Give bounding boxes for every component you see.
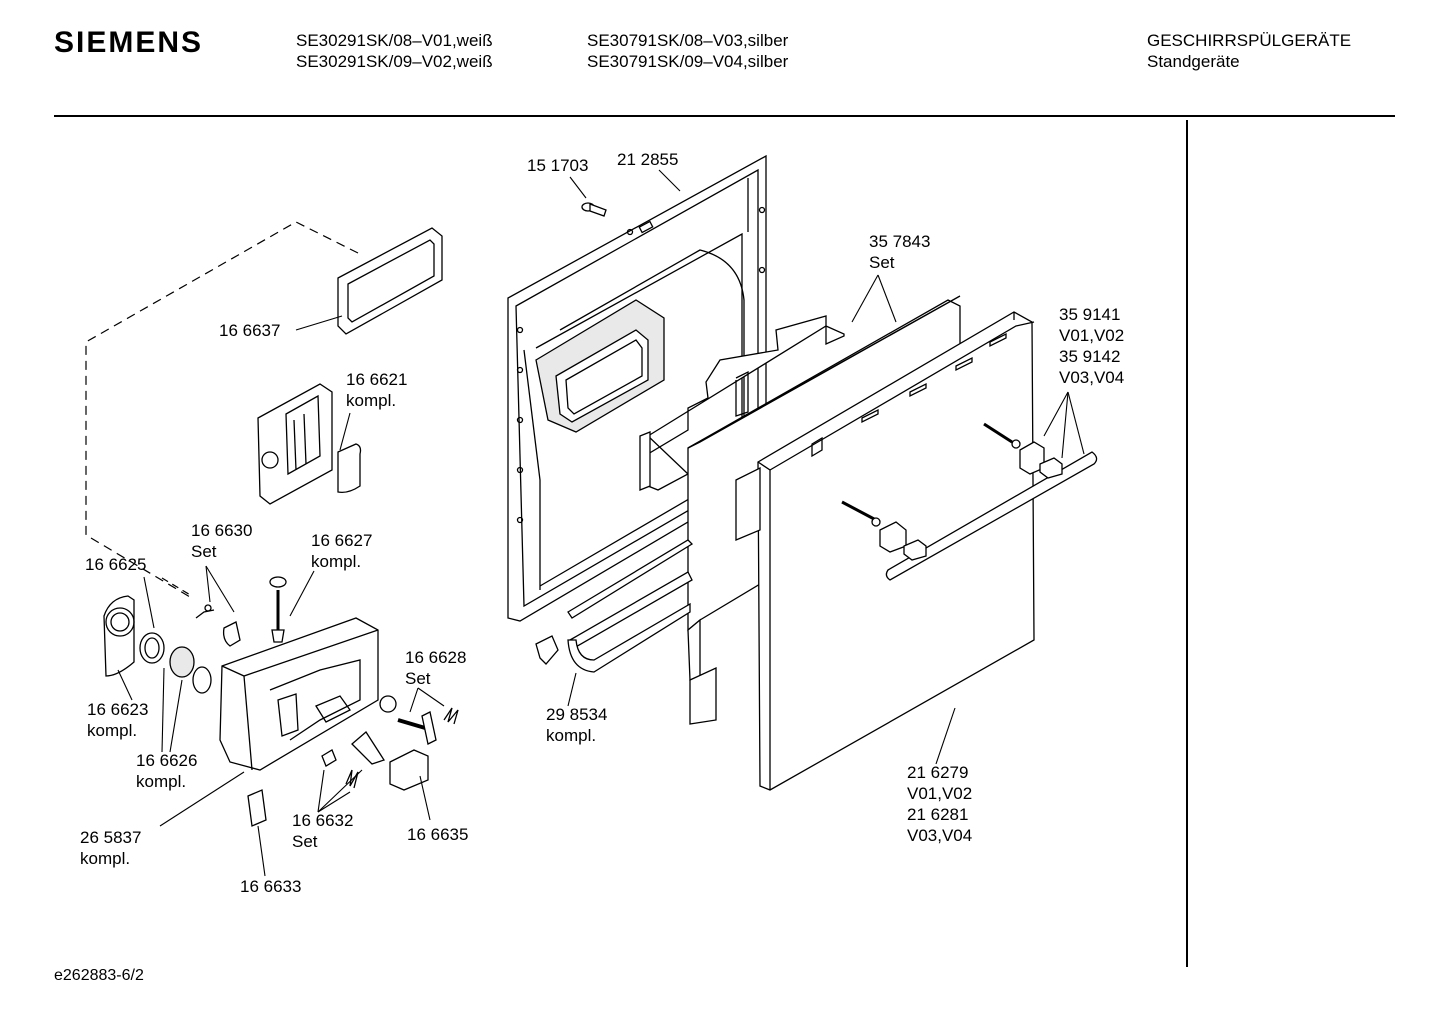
dispenser-unit (219, 617, 379, 771)
category-line: Standgeräte (1147, 52, 1240, 71)
callout-212855: 21 2855 (617, 150, 679, 169)
model-list-white: SE30291SK/08–V01,weiß SE30291SK/09–V02,w… (296, 30, 493, 72)
screw-part (581, 202, 607, 217)
dispenser-housing-on-door (535, 299, 665, 433)
model-line: SE30791SK/09–V04,silber (587, 52, 789, 71)
callout-166625: 16 6625 (85, 555, 147, 574)
dispenser-cap (103, 595, 135, 677)
handle-brackets (841, 422, 1063, 561)
product-category: GESCHIRRSPÜLGERÄTE Standgeräte (1147, 30, 1351, 72)
callout-166635: 16 6635 (407, 825, 469, 844)
assembly-dash-line (85, 221, 359, 598)
document-id: e262883-6/2 (54, 967, 144, 984)
assembly-dash-line (161, 577, 193, 597)
dispenser-cover-frame (337, 227, 443, 335)
callout-151703: 15 1703 (527, 156, 589, 175)
callout-166633: 16 6633 (240, 877, 302, 896)
valve-spring-set (379, 695, 459, 745)
clip-plate (247, 789, 267, 827)
outer-door-panel (735, 311, 1035, 791)
magnet-actuator (389, 749, 429, 791)
callout-166637: 16 6637 (219, 321, 281, 340)
model-list-silver: SE30791SK/08–V03,silber SE30791SK/09–V04… (587, 30, 788, 72)
model-line: SE30291SK/09–V02,weiß (296, 52, 493, 71)
brand-logo: SIEMENS (54, 26, 204, 59)
model-line: SE30291SK/08–V01,weiß (296, 31, 493, 50)
door-handle (885, 451, 1098, 581)
seal-rings (139, 632, 212, 694)
leader-lines (117, 169, 1085, 877)
bottom-rails (535, 539, 694, 673)
rinse-aid-indicator-part (257, 383, 362, 505)
model-line: SE30791SK/08–V03,silber (587, 31, 789, 50)
spring-clip-parts (195, 604, 241, 647)
float-pin (269, 576, 287, 643)
category-line: GESCHIRRSPÜLGERÄTE (1147, 31, 1352, 50)
lever-spring-set (321, 731, 385, 789)
